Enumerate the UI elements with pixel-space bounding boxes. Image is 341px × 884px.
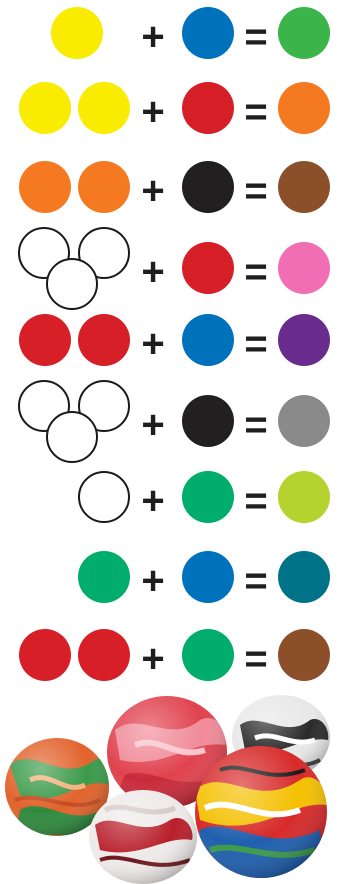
added-black-dot — [182, 161, 234, 213]
plus-sign: + — [135, 405, 171, 445]
input-white-dot — [46, 258, 98, 310]
result-brown-dot — [278, 161, 330, 213]
added-blue-dot — [182, 7, 234, 59]
white-red-clay-ball — [89, 790, 197, 884]
input-red-dot — [19, 314, 71, 366]
result-pink-dot — [278, 242, 330, 294]
multicolor-clay-ball — [195, 746, 327, 880]
input-white-dot — [46, 411, 98, 463]
added-emerald-dot — [182, 471, 234, 523]
input-yellow-dot — [19, 82, 71, 134]
result-brown-dot — [278, 629, 330, 681]
equals-sign: = — [238, 171, 274, 211]
input-orange-dot — [19, 161, 71, 213]
result-orange-dot — [278, 82, 330, 134]
clay-balls-photo — [0, 690, 341, 884]
result-purple-dot — [278, 314, 330, 366]
input-orange-dot — [78, 161, 130, 213]
plus-sign: + — [135, 252, 171, 292]
result-teal-dot — [278, 551, 330, 603]
result-lime-dot — [278, 471, 330, 523]
added-red-dot — [182, 242, 234, 294]
plus-sign: + — [135, 171, 171, 211]
equals-sign: = — [238, 92, 274, 132]
added-red-dot — [182, 82, 234, 134]
plus-sign: + — [135, 92, 171, 132]
plus-sign: + — [135, 561, 171, 601]
added-blue-dot — [182, 314, 234, 366]
plus-sign: + — [135, 639, 171, 679]
equals-sign: = — [238, 405, 274, 445]
plus-sign: + — [135, 481, 171, 521]
equals-sign: = — [238, 252, 274, 292]
equals-sign: = — [238, 324, 274, 364]
result-green-dot — [278, 7, 330, 59]
equals-sign: = — [238, 481, 274, 521]
input-emerald-dot — [78, 551, 130, 603]
input-yellow-dot — [78, 82, 130, 134]
added-blue-dot — [182, 551, 234, 603]
input-red-dot — [78, 314, 130, 366]
added-black-dot — [182, 395, 234, 447]
added-emerald-dot — [182, 629, 234, 681]
input-yellow-dot — [51, 7, 103, 59]
equals-sign: = — [238, 561, 274, 601]
equals-sign: = — [238, 17, 274, 57]
input-white-dot — [78, 471, 130, 523]
plus-sign: + — [135, 324, 171, 364]
plus-sign: + — [135, 17, 171, 57]
input-red-dot — [19, 629, 71, 681]
result-gray-dot — [278, 395, 330, 447]
input-red-dot — [78, 629, 130, 681]
equals-sign: = — [238, 639, 274, 679]
